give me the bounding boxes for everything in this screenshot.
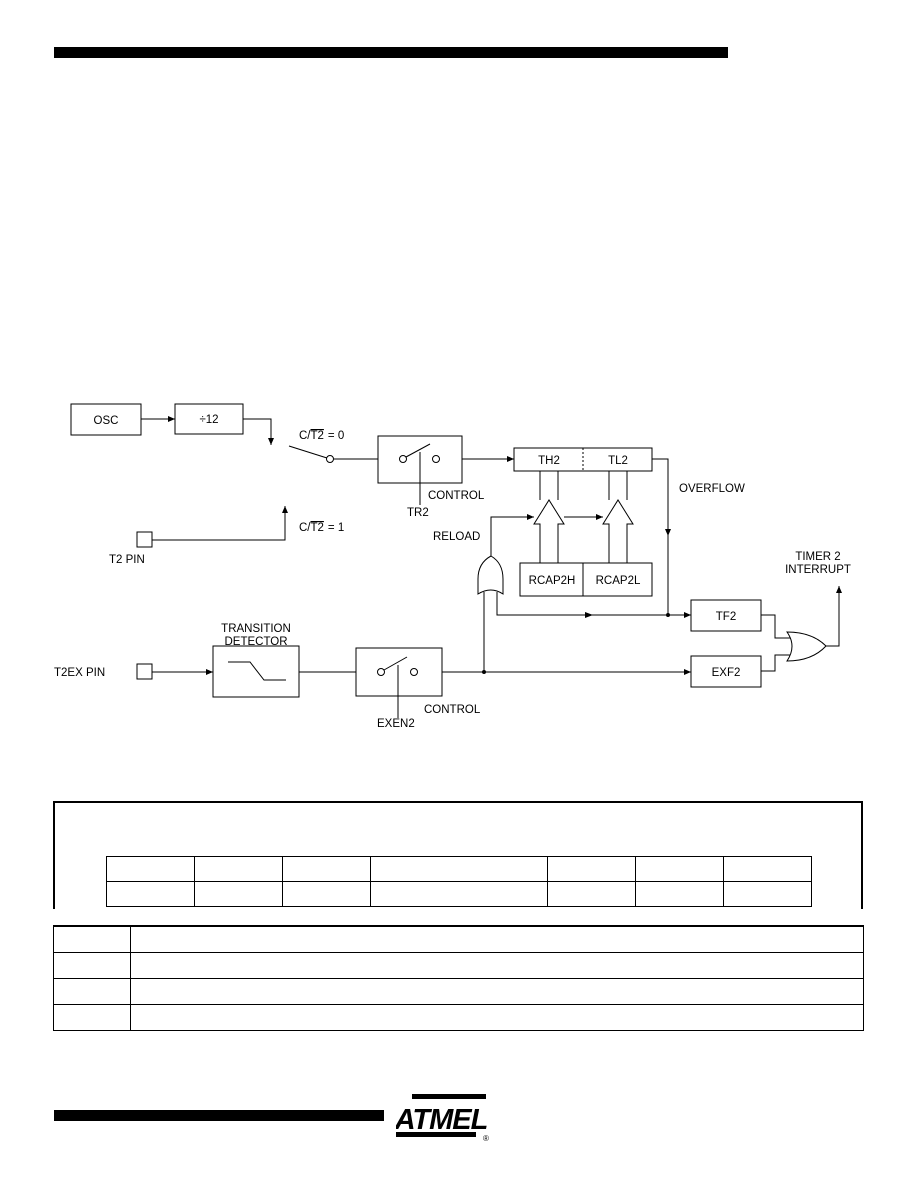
bit-cell <box>106 856 195 882</box>
timer2-interrupt-line2: INTERRUPT <box>785 564 851 576</box>
t2-pin-square <box>136 531 153 548</box>
tr2-label: TR2 <box>407 507 429 519</box>
bit-cell <box>723 856 812 882</box>
desc-cell <box>130 925 864 953</box>
ct2-one-label: C/T2= 1 <box>299 522 344 534</box>
desc-cell <box>130 1004 864 1031</box>
desc-cell <box>53 925 131 953</box>
table-row <box>106 856 812 882</box>
bit-cell <box>282 881 371 907</box>
bit-cell <box>194 881 283 907</box>
bit-cell <box>370 856 548 882</box>
timer2-interrupt-line1: TIMER 2 <box>795 551 840 563</box>
desc-cell <box>53 978 131 1005</box>
t2ex-pin-label: T2EX PIN <box>54 667 105 679</box>
exen2-switch-block <box>355 647 443 697</box>
bit-cell <box>723 881 812 907</box>
rcap2-register <box>519 562 653 597</box>
interrupt-or-gate <box>786 631 827 662</box>
table-row <box>53 952 864 979</box>
header-rule <box>54 47 728 58</box>
control-top-label: CONTROL <box>428 490 485 502</box>
desc-cell <box>53 1004 131 1031</box>
exf2-label: EXF2 <box>712 667 741 679</box>
desc-cell <box>130 978 864 1005</box>
atmel-logo: ATMEL ® <box>396 1094 489 1142</box>
table-row <box>106 881 812 907</box>
bit-cell <box>282 856 371 882</box>
timer2-block-diagram: OSC ÷12 C/T2= 0 CONTROL TR2 TH2 TL2 OVER… <box>54 403 851 730</box>
th2-reload-buffer <box>533 499 565 564</box>
tl2-reload-buffer <box>602 499 634 564</box>
th2-label: TH2 <box>538 455 560 467</box>
bit-cell <box>547 856 636 882</box>
footer-rule <box>54 1110 384 1121</box>
bit-cell <box>370 881 548 907</box>
bit-cell <box>635 881 724 907</box>
bit-cell <box>635 856 724 882</box>
atmel-logo-text: ATMEL <box>396 1104 488 1136</box>
rcap2l-label: RCAP2L <box>596 575 641 587</box>
table-row <box>53 978 864 1005</box>
tf2-block <box>690 599 762 632</box>
table-row <box>53 1004 864 1031</box>
divider-block <box>174 403 244 435</box>
reload-label: RELOAD <box>433 531 480 543</box>
tl2-label: TL2 <box>608 455 628 467</box>
t2ex-pin-square <box>136 663 153 680</box>
registered-mark: ® <box>483 1134 489 1142</box>
ct2-zero-label: C/T2= 0 <box>299 430 344 442</box>
t2-pin-label: T2 PIN <box>109 554 145 566</box>
desc-cell <box>53 952 131 979</box>
rcap2h-label: RCAP2H <box>529 575 576 587</box>
transition-label-line2: DETECTOR <box>224 636 287 648</box>
bit-cell <box>547 881 636 907</box>
register-frame <box>53 801 863 909</box>
th2-tl2-register <box>513 447 653 472</box>
description-table <box>53 925 864 1031</box>
desc-cell <box>130 952 864 979</box>
transition-detector-block <box>212 645 300 698</box>
transition-label-line1: TRANSITION <box>221 623 291 635</box>
control-bottom-label: CONTROL <box>424 704 481 716</box>
osc-label: OSC <box>94 415 119 427</box>
divider-label: ÷12 <box>199 414 218 426</box>
bit-cell <box>106 881 195 907</box>
exen2-label: EXEN2 <box>377 718 415 730</box>
reload-or-gate <box>477 555 504 595</box>
overflow-label: OVERFLOW <box>679 483 745 495</box>
osc-block <box>70 403 142 436</box>
tf2-label: TF2 <box>716 611 736 623</box>
bit-cell <box>194 856 283 882</box>
register-bit-table <box>106 856 812 907</box>
table-row <box>53 925 864 953</box>
